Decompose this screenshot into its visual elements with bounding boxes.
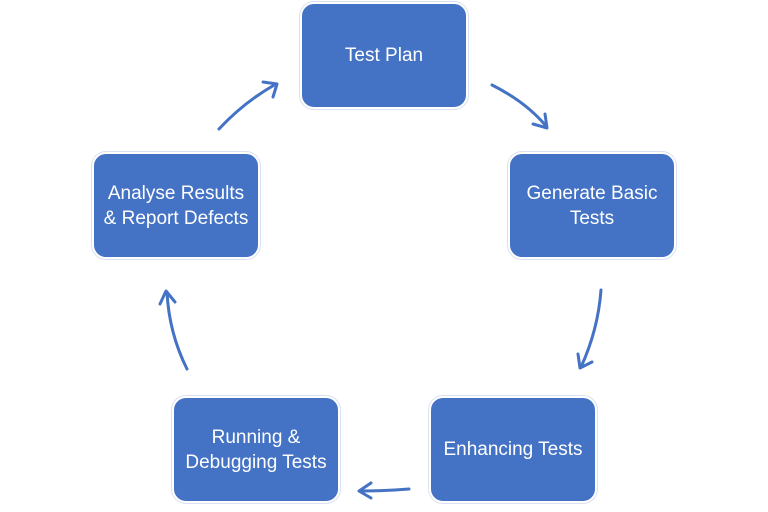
node-label: Running & Debugging Tests	[185, 426, 327, 473]
arrow-generate-to-enhancing	[576, 288, 603, 370]
node-enhancing-tests: Enhancing Tests	[429, 396, 597, 503]
arrow-test-plan-to-generate	[490, 83, 549, 130]
node-generate-basic-tests: Generate Basic Tests	[508, 152, 676, 259]
node-running-debugging-tests: Running & Debugging Tests	[172, 396, 340, 503]
node-label: Analyse Results & Report Defects	[103, 182, 249, 229]
arrow-analyse-to-test-plan	[217, 80, 279, 131]
node-label: Generate Basic Tests	[526, 182, 658, 229]
arrow-enhancing-to-running	[357, 481, 411, 500]
node-analyse-results-report-defects: Analyse Results & Report Defects	[92, 152, 260, 259]
arrow-running-to-analyse	[158, 289, 189, 371]
node-test-plan: Test Plan	[300, 2, 468, 109]
node-label: Test Plan	[344, 45, 424, 66]
node-label: Enhancing Tests	[443, 439, 583, 460]
